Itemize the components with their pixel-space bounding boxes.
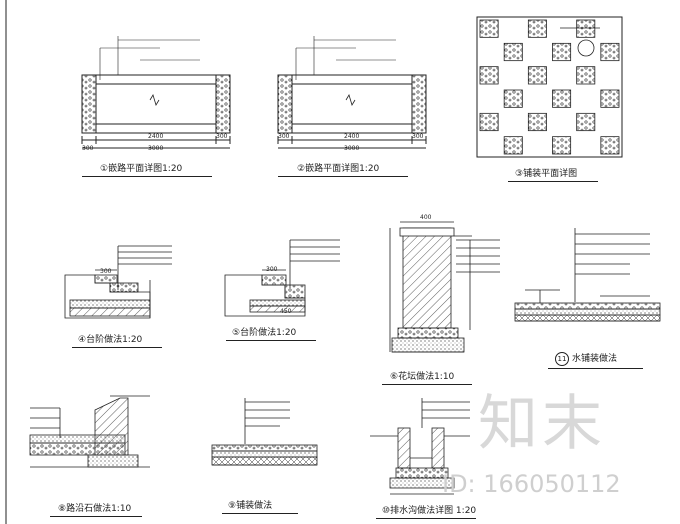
drawing-drainage-section (370, 398, 470, 495)
caption-underline-8 (50, 516, 142, 517)
paving-tile (479, 19, 499, 38)
dim-2400-a: 2400 (148, 133, 164, 140)
drawing-path-plan-1 (81, 36, 231, 149)
watermark-id: ID: 166050112 (442, 470, 621, 498)
caption-drainage-section: ⑩排水沟做法详图 1:20 (382, 506, 477, 516)
paving-tile (479, 112, 499, 132)
caption-underline-3 (508, 181, 598, 182)
caption-underline-10 (376, 518, 476, 519)
dim-2400-b: 2400 (344, 133, 360, 140)
paving-tile (576, 112, 596, 132)
dim-400: 400 (420, 214, 432, 221)
dim-300-f: 300 (266, 266, 278, 273)
paving-tile (600, 42, 620, 62)
caption-number-circle: 11 (555, 352, 569, 366)
paving-tile (552, 136, 572, 155)
caption-paving-section: ⑨铺装做法 (228, 501, 273, 511)
drawing-step-section-2 (224, 239, 340, 317)
dim-300-a: 300 (82, 145, 94, 152)
paving-tile (552, 42, 572, 62)
watermark-brand: 知末 (478, 389, 606, 459)
paving-tile (600, 136, 620, 155)
paving-tile (576, 66, 596, 85)
caption-water-paving-text: 水铺装做法 (572, 354, 618, 364)
caption-curb-section: ⑧路沿石做法1:10 (58, 504, 132, 514)
drawing-water-paving (514, 228, 661, 322)
drawing-paving-section (211, 398, 318, 466)
paving-tile (503, 89, 523, 108)
paving-tile (527, 66, 547, 85)
caption-underline-9 (222, 513, 298, 514)
caption-path-plan-2: ②嵌路平面详图1:20 (297, 164, 380, 174)
caption-step-section-2: ⑤台阶做法1:20 (232, 328, 297, 338)
dim-300-b: 300 (216, 133, 228, 140)
paving-tile (576, 19, 596, 38)
paving-tile (527, 112, 547, 132)
paving-tile (527, 19, 547, 38)
dim-300-c: 300 (278, 133, 290, 140)
dim-3000-a: 3000 (148, 145, 164, 152)
caption-underline-2 (278, 176, 408, 177)
drawing-path-plan-2 (277, 36, 427, 149)
drawing-curb-section (29, 395, 150, 468)
caption-underline-6 (382, 384, 472, 385)
paving-tile (600, 89, 620, 108)
paving-tile (503, 136, 523, 155)
dim-300-e: 300 (100, 268, 112, 275)
caption-underline-1 (82, 176, 212, 177)
paving-tile (552, 89, 572, 108)
drawing-paving-plan (476, 16, 623, 158)
drawing-step-section-1 (64, 245, 172, 319)
dim-3000-b: 3000 (344, 145, 360, 152)
caption-planter-section: ⑥花坛做法1:10 (390, 372, 455, 382)
caption-paving-plan: ③铺装平面详图 (515, 169, 578, 179)
caption-underline-5 (226, 340, 316, 341)
paving-tile (503, 42, 523, 62)
caption-path-plan-1: ①嵌路平面详图1:20 (100, 164, 183, 174)
drawing-planter-section (389, 221, 500, 353)
caption-step-section-1: ④台阶做法1:20 (78, 335, 143, 345)
dim-300-d: 300 (412, 133, 424, 140)
paving-tile (479, 66, 499, 85)
caption-underline-4 (72, 347, 162, 348)
dim-450: 450 (280, 308, 292, 315)
caption-underline-7 (548, 368, 643, 369)
